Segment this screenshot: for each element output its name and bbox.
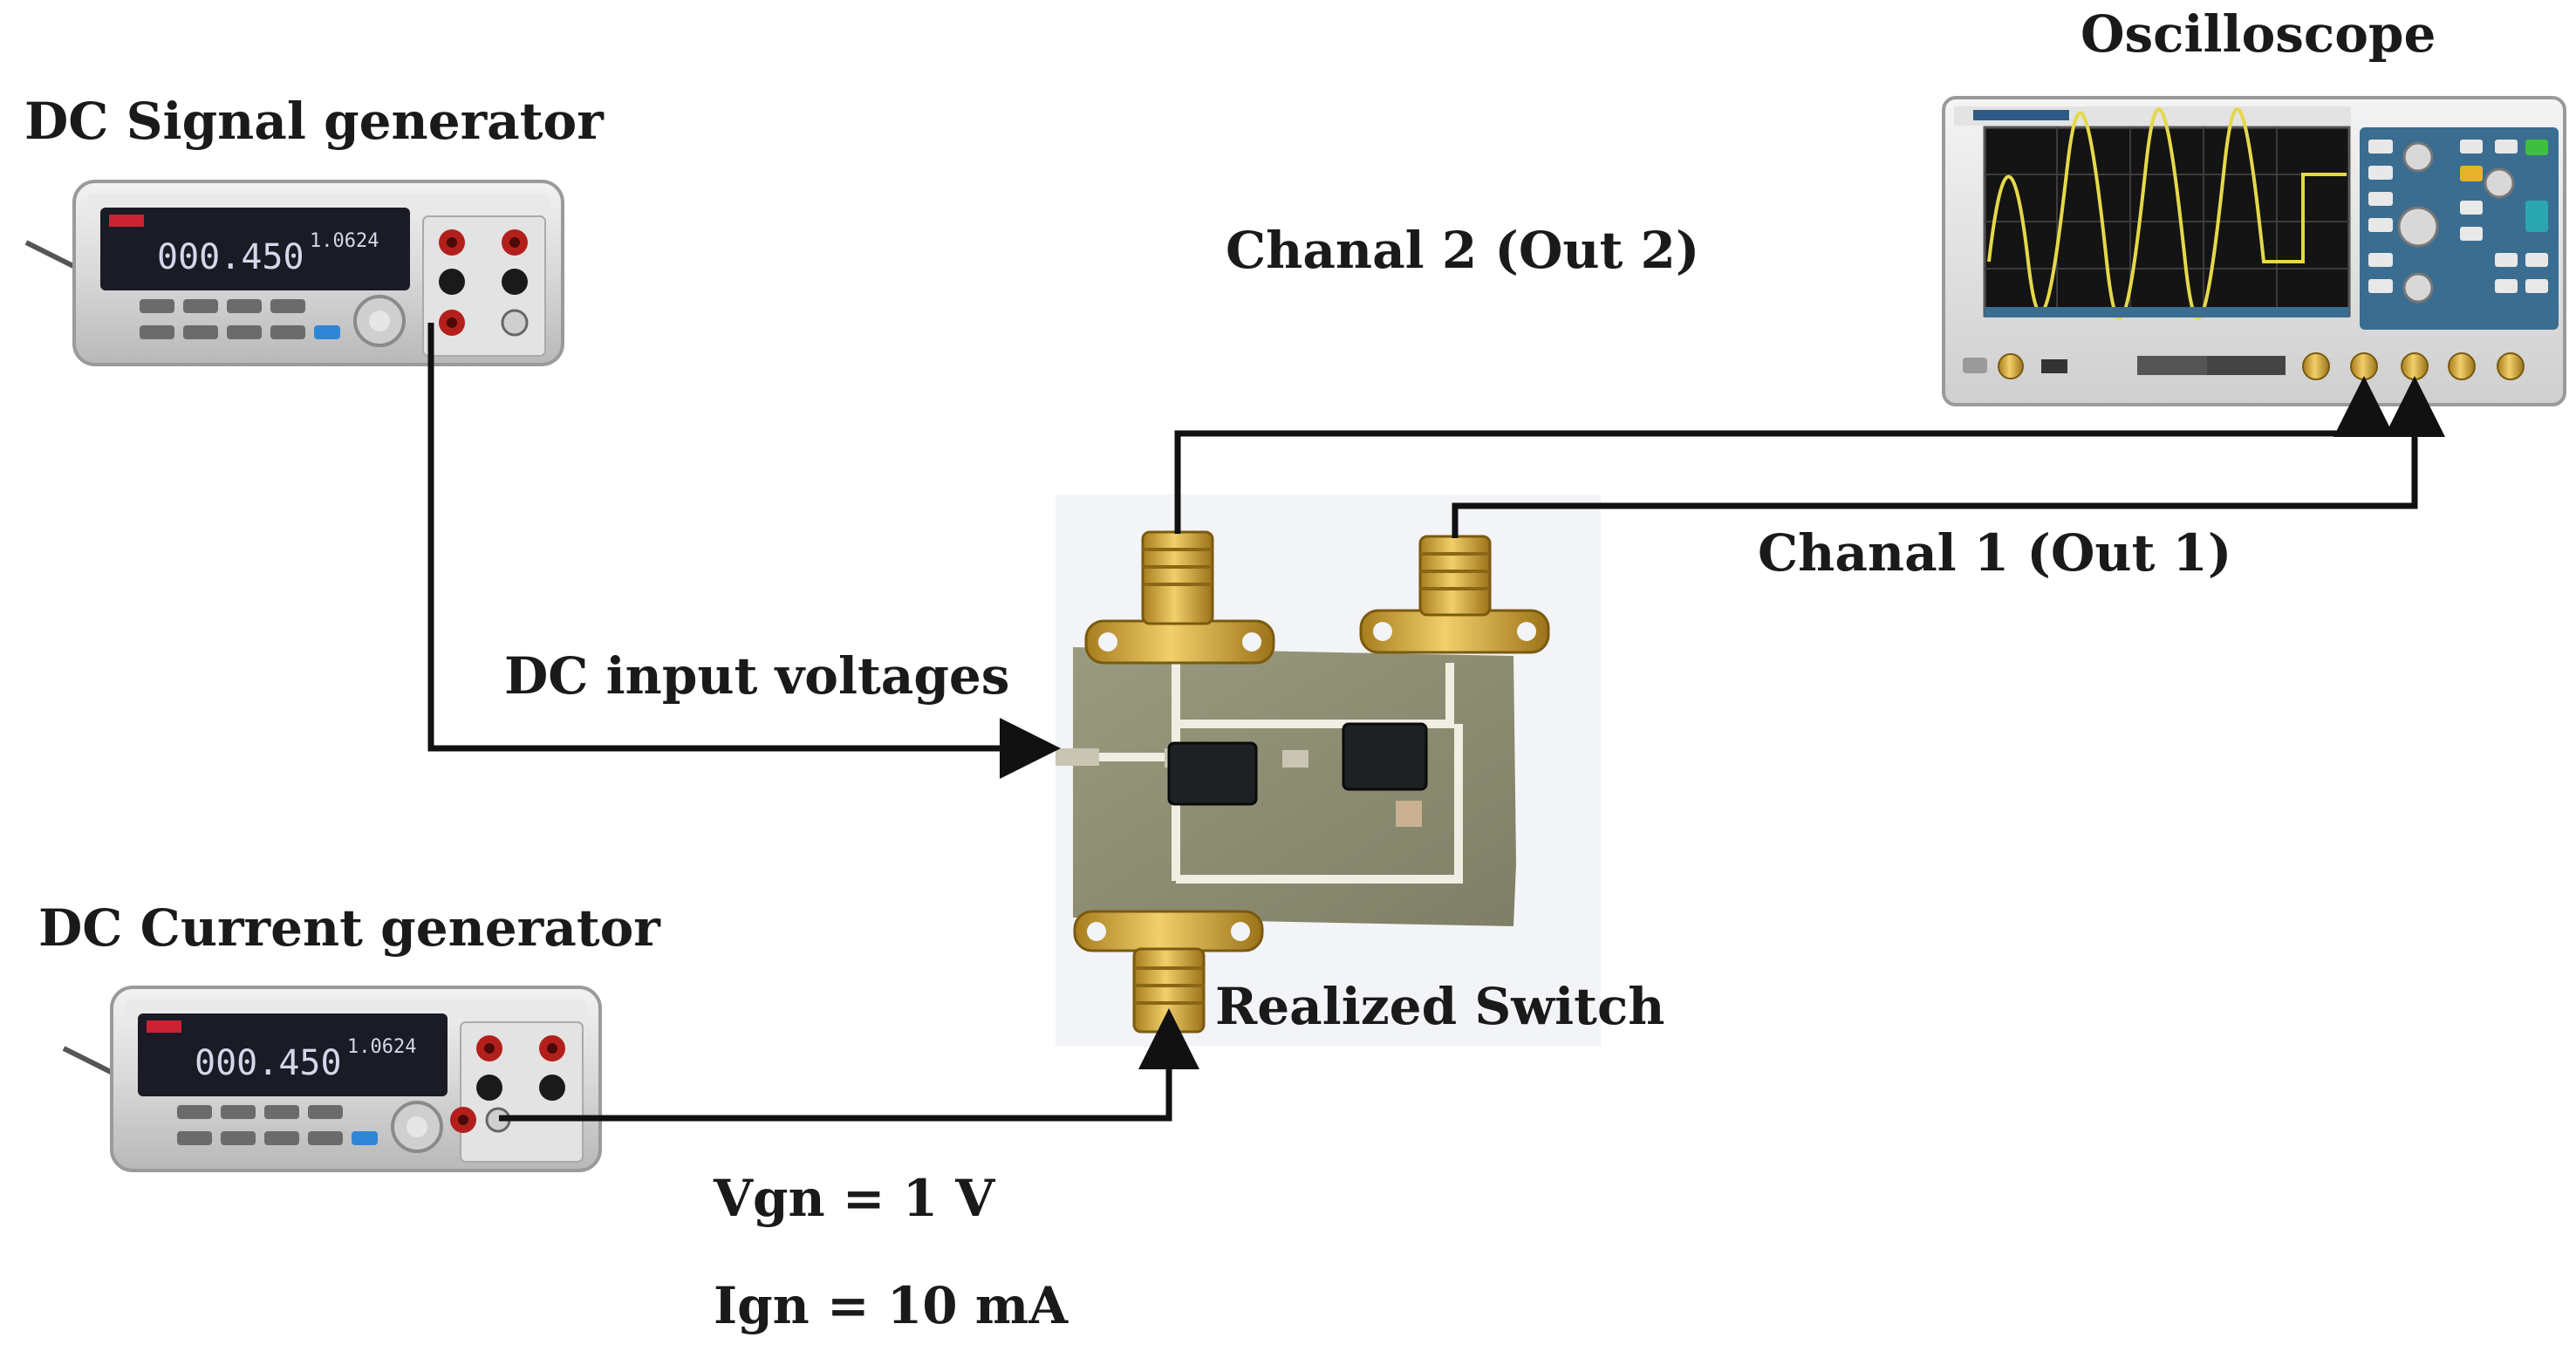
oscilloscope-icon bbox=[1942, 96, 2566, 406]
current-meter-secondary-display: 1.0624 bbox=[347, 1036, 416, 1058]
wire-channel-2 bbox=[1174, 376, 2395, 534]
ign-label: Ign = 10 mA bbox=[714, 1276, 1069, 1335]
dc-current-generator-icon: 000.450 1.0624 bbox=[62, 986, 602, 1172]
chanal-2-label: Chanal 2 (Out 2) bbox=[1226, 221, 1700, 280]
realized-switch-icon bbox=[1056, 495, 1601, 1047]
dc-signal-generator-label: DC Signal generator bbox=[24, 92, 604, 151]
wire-dc-input bbox=[427, 323, 1061, 779]
dc-signal-generator-icon: 000.450 1.0624 bbox=[24, 180, 564, 366]
dc-current-generator-label: DC Current generator bbox=[38, 898, 660, 958]
realized-switch-label: Realized Switch bbox=[1215, 977, 1665, 1036]
chanal-1-label: Chanal 1 (Out 1) bbox=[1758, 523, 2232, 583]
signal-meter-primary-display: 000.450 bbox=[157, 237, 304, 277]
wire-current-input bbox=[499, 1008, 1199, 1122]
wire-channel-1 bbox=[1452, 376, 2445, 538]
current-meter-primary-display: 000.450 bbox=[195, 1043, 342, 1083]
oscilloscope-label: Oscilloscope bbox=[2081, 4, 2436, 64]
signal-meter-secondary-display: 1.0624 bbox=[310, 230, 379, 252]
dc-input-voltages-label: DC input voltages bbox=[504, 646, 1010, 706]
vgn-label: Vgn = 1 V bbox=[714, 1169, 995, 1228]
